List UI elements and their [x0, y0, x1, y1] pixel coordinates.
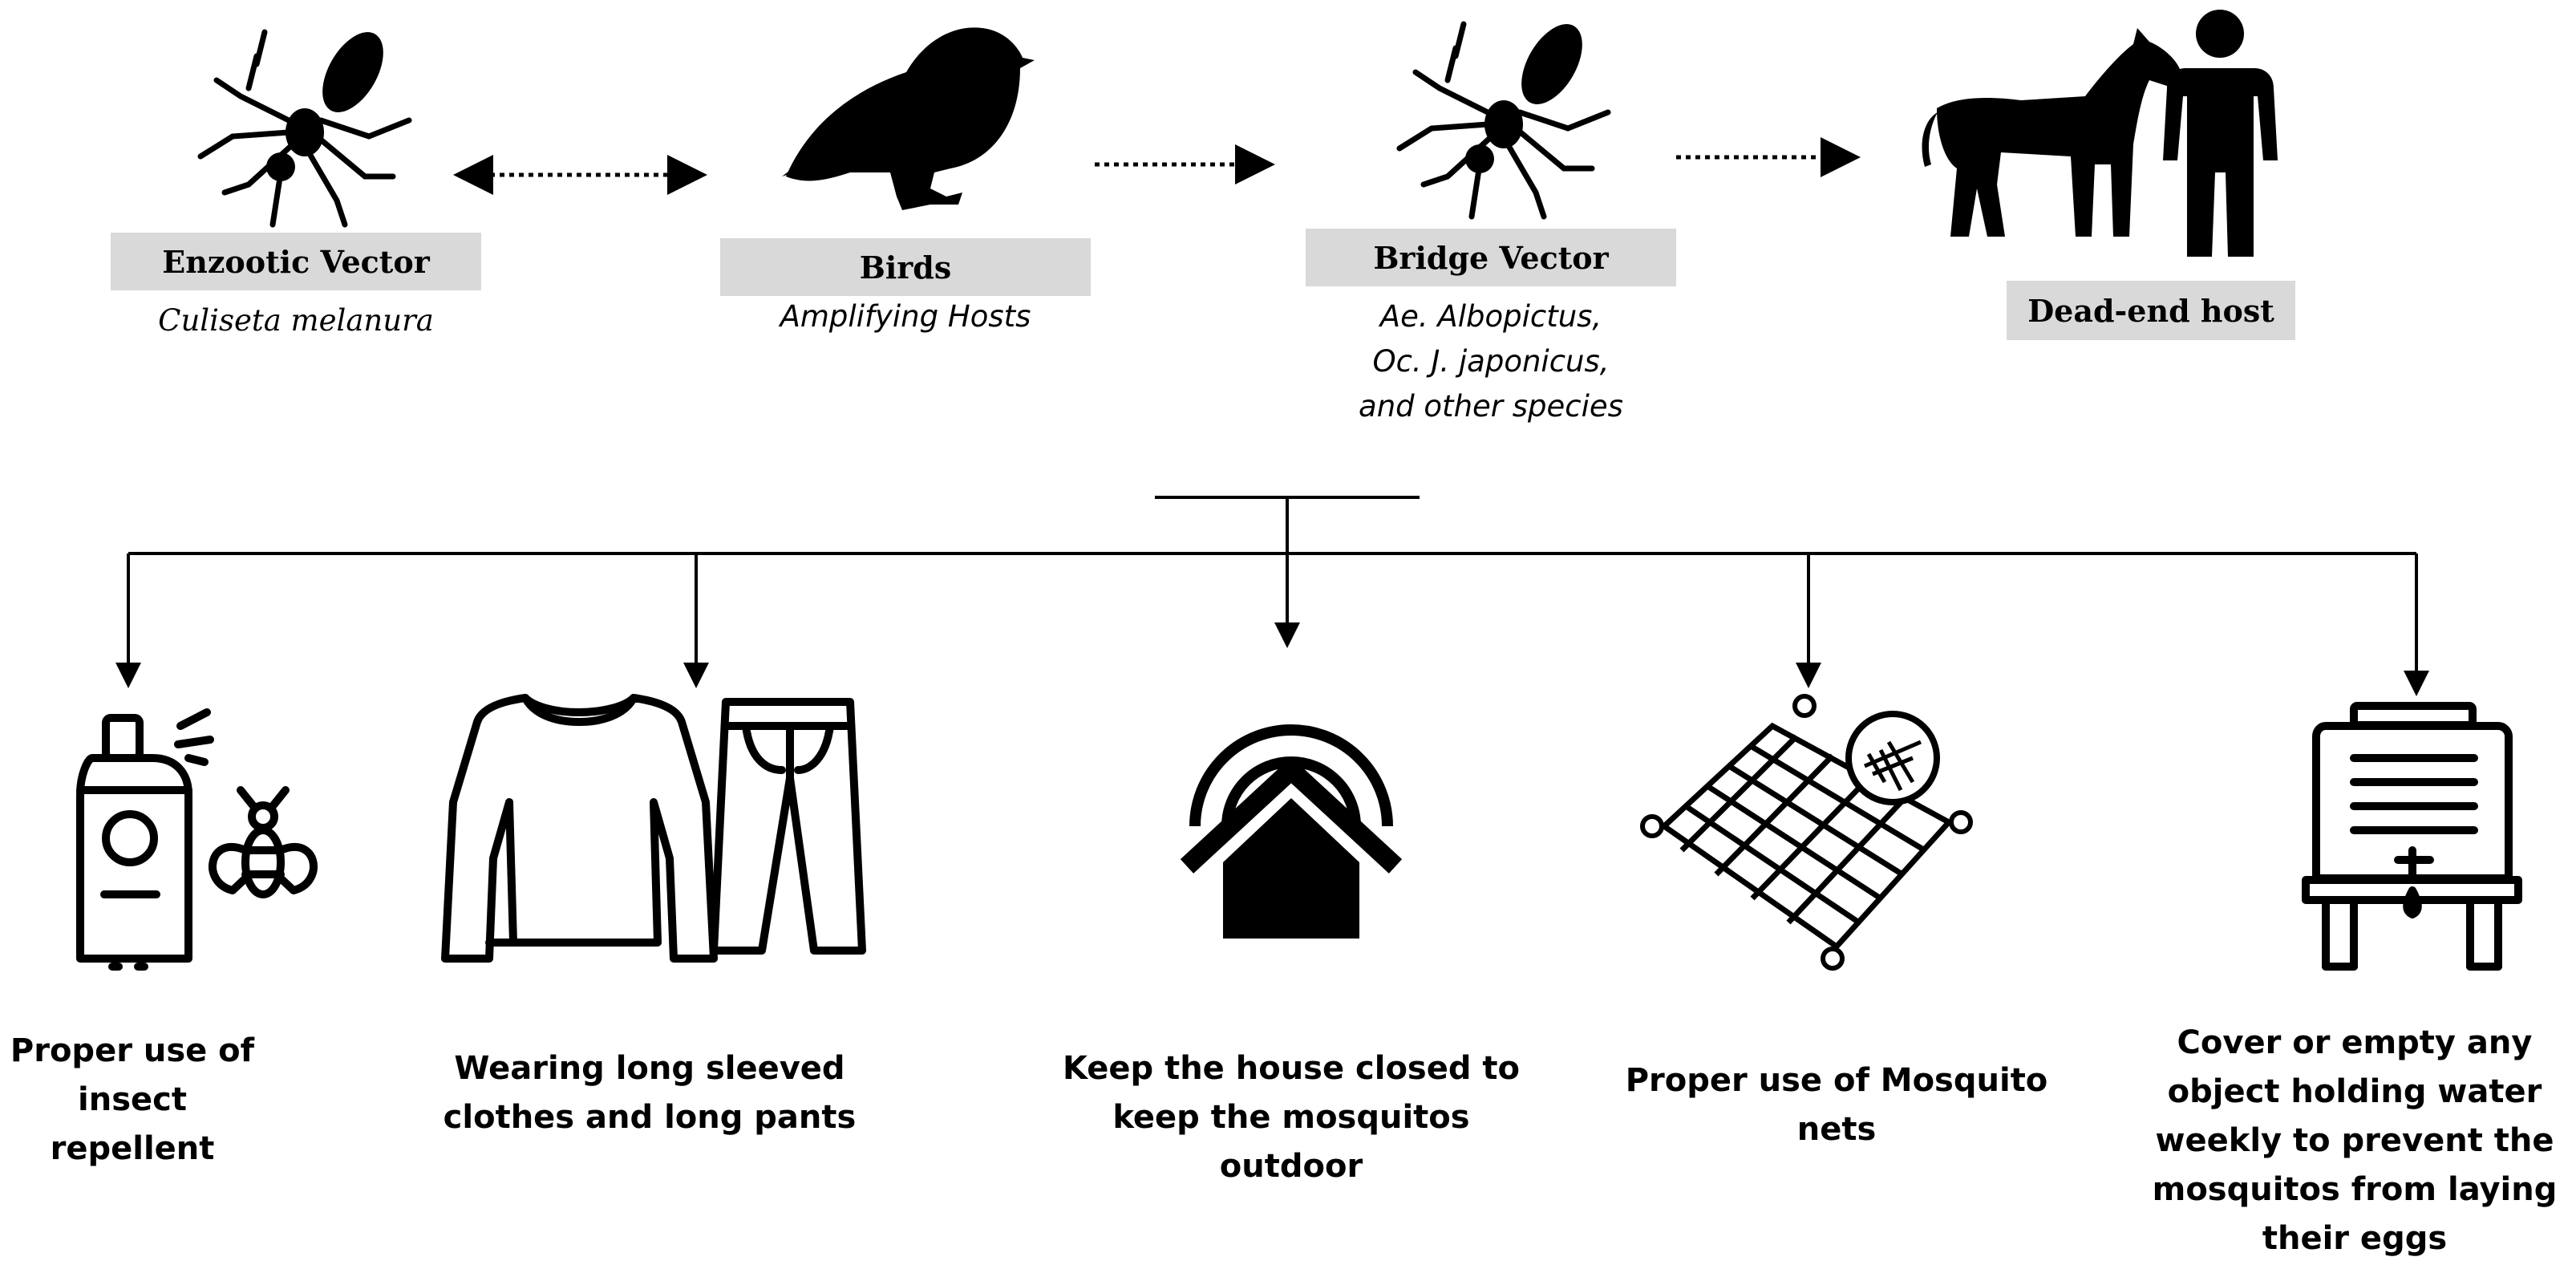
- bridge-vector-label: Bridge Vector: [1306, 229, 1676, 286]
- long-sleeve-shirt-pants-icon: [441, 694, 866, 963]
- enzootic-vector-label: Enzootic Vector: [111, 233, 481, 290]
- mosquito-icon: [1396, 21, 1611, 220]
- prevention-long-clothing: Wearing long sleeved clothes and long pa…: [443, 1050, 857, 1136]
- birds-role: Amplifying Hosts: [780, 299, 1031, 334]
- prevention-mosquito-nets: Proper use of Mosquito nets: [1625, 1062, 2048, 1148]
- birds-label: Birds: [720, 238, 1091, 296]
- connector-lines: [115, 496, 2429, 696]
- mosquito-icon: [197, 29, 412, 228]
- bridge-vector-species-1: Ae. Albopictus,: [1379, 299, 1602, 334]
- bridge-vector-species-3: and other species: [1359, 389, 1623, 424]
- enzootic-vector-species: Culiseta melanura: [158, 303, 434, 338]
- dead-end-host-label: Dead-end host: [2007, 281, 2295, 340]
- bridge-vector-species-2: Oc. J. japonicus,: [1372, 344, 1610, 379]
- prevention-insect-repellent: Proper use of insect repellent: [10, 1032, 255, 1167]
- person-icon: [2163, 10, 2278, 257]
- insect-repellent-spray-icon: [76, 708, 318, 971]
- bird-icon: [782, 27, 1035, 210]
- mosquito-net-icon: [1640, 694, 1973, 971]
- prevention-closed-house: Keep the house closed to keep the mosqui…: [1062, 1050, 1521, 1185]
- prevention-cover-water: Cover or empty any object holding water …: [2152, 1024, 2558, 1257]
- water-container-icon: [2302, 702, 2522, 971]
- closed-house-icon: [1180, 724, 1403, 939]
- horse-icon: [1922, 28, 2181, 237]
